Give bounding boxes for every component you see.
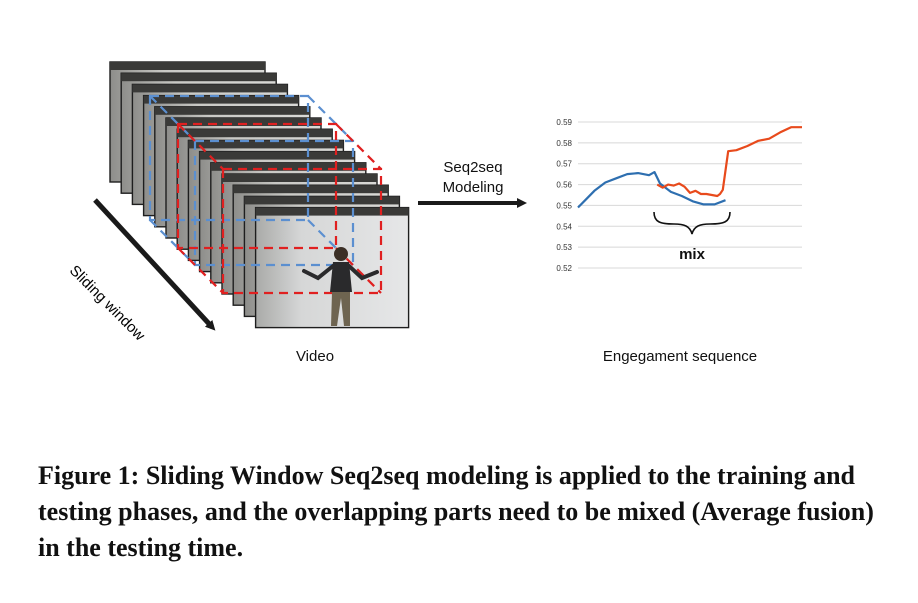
chart-ytick-label: 0.52	[556, 264, 572, 273]
mix-brace	[653, 211, 731, 235]
chart-ytick-label: 0.59	[556, 118, 572, 127]
video-frame-top-edge	[154, 106, 310, 115]
video-frame-top-edge	[188, 140, 344, 149]
chart-series-blue	[577, 171, 726, 209]
video-frame-top-edge	[121, 73, 277, 82]
video-frame-top-edge	[255, 207, 409, 216]
person-legs	[331, 292, 350, 326]
video-frame-top-edge	[199, 151, 355, 160]
video-frame-top-edge	[110, 62, 265, 70]
video-frame-top-edge	[244, 196, 400, 205]
video-frame-top-edge	[210, 162, 366, 171]
person-torso	[330, 262, 352, 292]
arrow-label-line2: Modeling	[442, 179, 504, 196]
video-frame-top-edge	[132, 84, 288, 93]
seq2seq-modeling-label: Seq2seq Modeling	[418, 158, 528, 198]
chart-ytick-label: 0.54	[556, 222, 572, 231]
chart-series-red	[656, 126, 802, 198]
video-frame-top-edge	[222, 174, 377, 182]
chart-ytick-label: 0.53	[556, 243, 572, 252]
arrow-label-line1: Seq2seq	[443, 159, 503, 176]
sliding-window-2	[176, 122, 383, 295]
sliding-window-boxes	[148, 94, 383, 295]
person-head	[334, 247, 348, 261]
sliding-window-arrow	[93, 198, 216, 331]
chart-ytick-label: 0.58	[556, 139, 572, 148]
engagement-sequence-label: Engegament sequence	[602, 348, 758, 365]
mix-label: mix	[679, 246, 705, 263]
chart-ytick-label: 0.56	[556, 181, 572, 190]
figure-caption: Figure 1: Sliding Window Seq2seq modelin…	[38, 461, 874, 562]
chart-ytick-label: 0.57	[556, 160, 572, 169]
video-label: Video	[295, 348, 335, 365]
person-right-arm	[347, 264, 379, 281]
video-frame-top-edge	[143, 95, 299, 104]
engagement-chart: 0.59 0.58 0.57 0.56 0.55 0.54 0.53 0.52	[556, 118, 802, 273]
chart-ytick-label: 0.55	[556, 201, 572, 210]
person-figure	[302, 247, 379, 326]
video-frame-top-edge	[166, 118, 321, 126]
person-left-arm	[302, 264, 335, 281]
video-frame-top-edge	[177, 129, 333, 138]
video-frame-top-edge	[233, 185, 389, 194]
